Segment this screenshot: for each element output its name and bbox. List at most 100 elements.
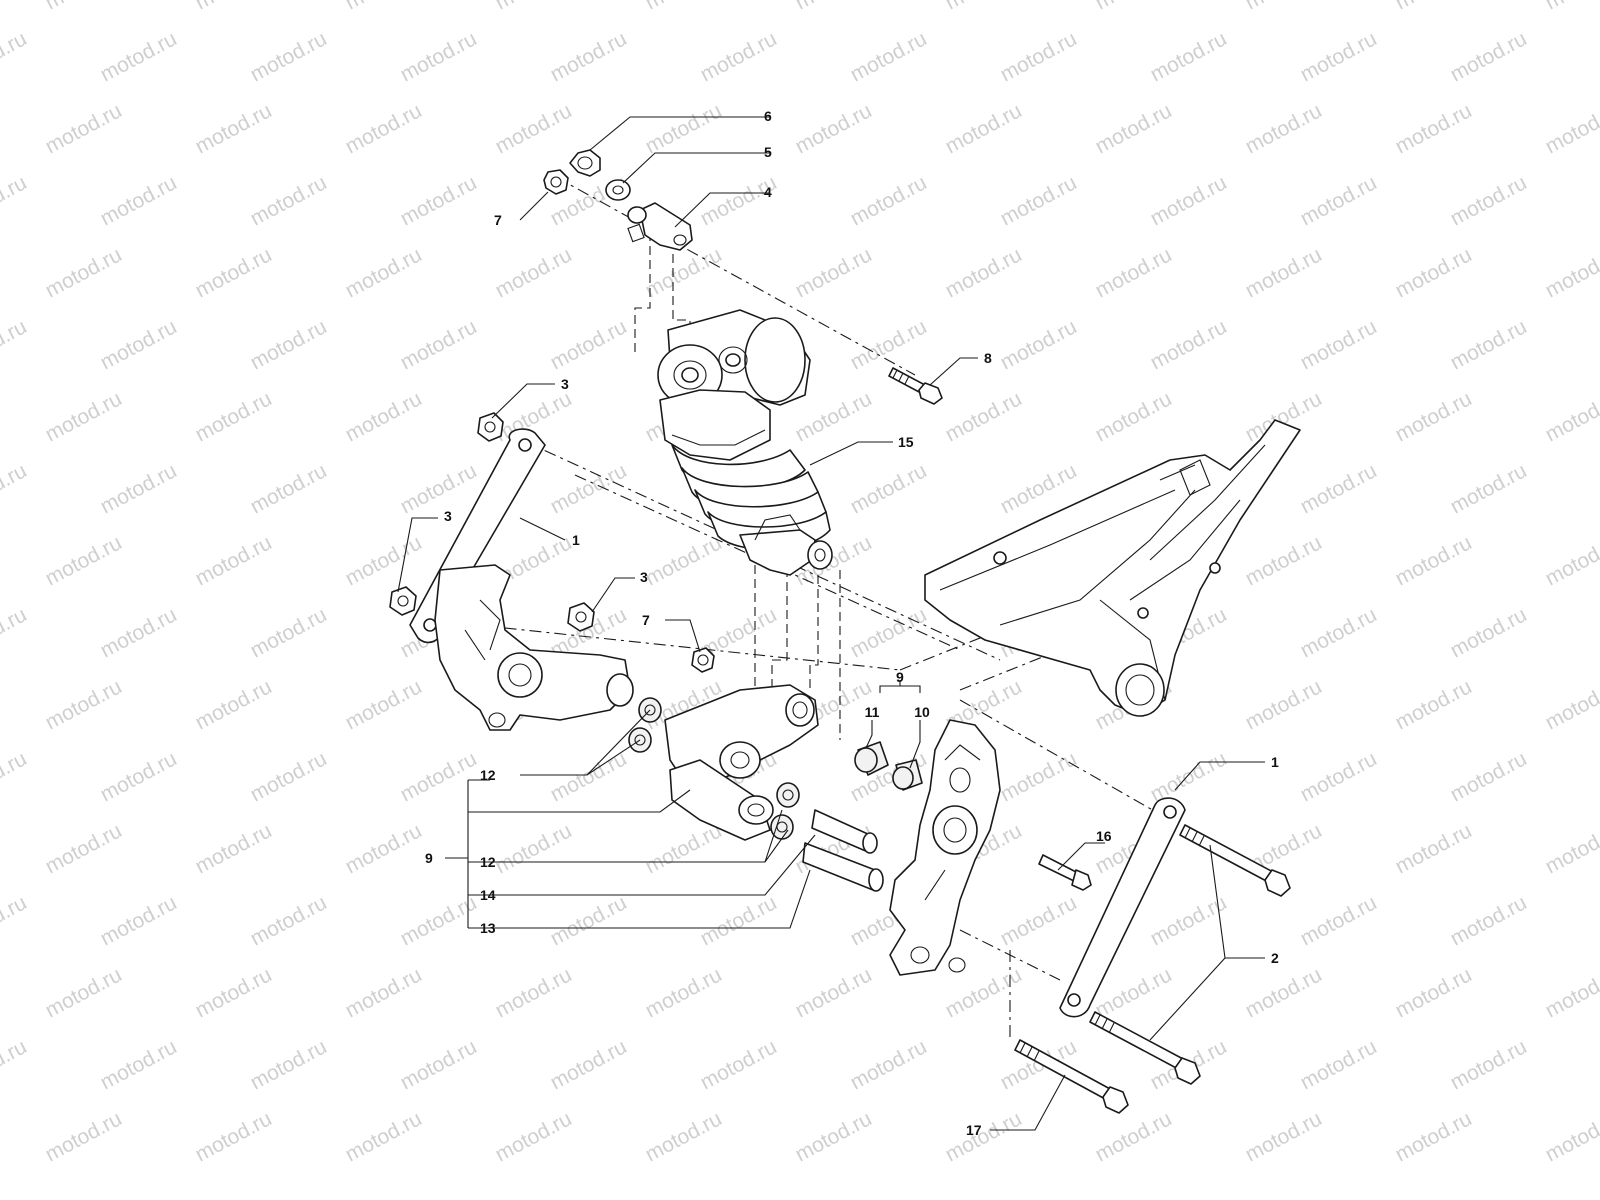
watermark-text: motod.ru xyxy=(1297,459,1381,518)
bolt-2-lower xyxy=(1089,1011,1201,1085)
watermark-text: motod.ru xyxy=(1542,531,1600,590)
watermark-text: motod.ru xyxy=(1147,171,1231,230)
washer-5 xyxy=(605,179,631,201)
watermark-text: motod.ru xyxy=(342,0,426,14)
watermark-text: motod.ru xyxy=(547,27,631,86)
watermark-text: motod.ru xyxy=(97,171,181,230)
callout-11: 11 xyxy=(865,704,880,720)
watermark-text: motod.ru xyxy=(42,531,126,590)
watermark-text: motod.ru xyxy=(1392,819,1476,878)
callout-3: 3 xyxy=(561,376,569,392)
watermark-text: motod.ru xyxy=(0,459,31,518)
callout-17: 17 xyxy=(966,1122,982,1138)
watermark-text: motod.ru xyxy=(192,675,276,734)
tie-rod-1-right xyxy=(1059,797,1186,1018)
watermark-text: motod.ru xyxy=(342,963,426,1022)
watermark-text: motod.ru xyxy=(792,1107,876,1166)
watermark-text: motod.ru xyxy=(0,1035,31,1094)
callout-1: 1 xyxy=(572,532,580,548)
watermark-text: motod.ru xyxy=(1447,171,1531,230)
watermark-text: motod.ru xyxy=(1242,531,1326,590)
top-nut-6 xyxy=(569,149,601,177)
watermark-text: motod.ru xyxy=(547,459,631,518)
watermark-text: motod.ru xyxy=(792,0,876,14)
watermark-text: motod.ru xyxy=(792,963,876,1022)
watermark-text: motod.ru xyxy=(1392,0,1476,14)
watermark-text: motod.ru xyxy=(1392,243,1476,302)
watermark-text: motod.ru xyxy=(247,27,331,86)
watermark-text: motod.ru xyxy=(1597,747,1600,806)
callout-2: 2 xyxy=(1271,950,1279,966)
watermark-text: motod.ru xyxy=(1447,891,1531,950)
watermark-text: motod.ru xyxy=(1092,0,1176,14)
watermark-text: motod.ru xyxy=(1297,27,1381,86)
watermark-text: motod.ru xyxy=(1542,0,1600,14)
watermark-text: motod.ru xyxy=(1147,315,1231,374)
watermark-text: motod.ru xyxy=(342,99,426,158)
watermark-text: motod.ru xyxy=(1392,675,1476,734)
watermark-text: motod.ru xyxy=(1542,675,1600,734)
watermark-text: motod.ru xyxy=(1542,1107,1600,1166)
callout-16: 16 xyxy=(1096,828,1112,844)
watermark-text: motod.ru xyxy=(847,315,931,374)
watermark-text: motod.ru xyxy=(997,891,1081,950)
watermark-text: motod.ru xyxy=(547,1035,631,1094)
watermark-text: motod.ru xyxy=(42,243,126,302)
watermark-text: motod.ru xyxy=(997,27,1081,86)
watermark-text: motod.ru xyxy=(1392,1107,1476,1166)
watermark-text: motod.ru xyxy=(1542,819,1600,878)
watermark-text: motod.ru xyxy=(492,819,576,878)
watermark-text: motod.ru xyxy=(492,963,576,1022)
watermark-text: motod.ru xyxy=(397,459,481,518)
watermark-text: motod.ru xyxy=(247,171,331,230)
watermark-text: motod.ru xyxy=(342,243,426,302)
watermark-text: motod.ru xyxy=(1242,0,1326,14)
watermark-text: motod.ru xyxy=(1147,747,1231,806)
callout-4: 4 xyxy=(764,184,772,200)
nut-7-top xyxy=(543,169,569,195)
callout-10: 10 xyxy=(914,704,930,720)
watermark-text: motod.ru xyxy=(42,99,126,158)
watermark-text: motod.ru xyxy=(1092,243,1176,302)
callout-7: 7 xyxy=(494,212,502,228)
callout-3: 3 xyxy=(444,508,452,524)
watermark-text: motod.ru xyxy=(97,891,181,950)
watermark-text: motod.ru xyxy=(0,315,31,374)
watermark-text: motod.ru xyxy=(997,1035,1081,1094)
watermark-text: motod.ru xyxy=(642,0,726,14)
callout-15: 15 xyxy=(898,434,914,450)
watermark-text: motod.ru xyxy=(1392,387,1476,446)
watermark-text: motod.ru xyxy=(1597,603,1600,662)
bolt-17 xyxy=(1014,1039,1129,1114)
watermark-text: motod.ru xyxy=(942,243,1026,302)
callout-5: 5 xyxy=(764,144,772,160)
watermark-text: motod.ru xyxy=(1147,891,1231,950)
mount-4 xyxy=(627,202,693,251)
watermark-text: motod.ru xyxy=(1147,27,1231,86)
watermark-text: motod.ru xyxy=(1297,747,1381,806)
watermark-text: motod.ru xyxy=(1242,243,1326,302)
watermark-text: motod.ru xyxy=(42,963,126,1022)
watermark-text: motod.ru xyxy=(0,747,31,806)
watermark-text: motod.ru xyxy=(247,315,331,374)
watermark-text: motod.ru xyxy=(942,0,1026,14)
watermark-text: motod.ru xyxy=(192,243,276,302)
watermark-text: motod.ru xyxy=(997,747,1081,806)
watermark-text: motod.ru xyxy=(1392,531,1476,590)
watermark-text: motod.ru xyxy=(792,243,876,302)
watermark-text: motod.ru xyxy=(642,819,726,878)
callout-3: 3 xyxy=(640,569,648,585)
callout-8: 8 xyxy=(984,350,992,366)
watermark-text: motod.ru xyxy=(642,99,726,158)
watermark-text: motod.ru xyxy=(0,171,31,230)
watermark-text: motod.ru xyxy=(1297,171,1381,230)
watermark-text: motod.ru xyxy=(997,171,1081,230)
watermark-text: motod.ru xyxy=(1092,99,1176,158)
watermark-text: motod.ru xyxy=(697,1035,781,1094)
swingarm xyxy=(924,419,1301,717)
callout-7: 7 xyxy=(642,612,650,628)
bolt-2-upper xyxy=(1179,824,1291,897)
watermark-text: motod.ru xyxy=(192,99,276,158)
watermark-text: motod.ru xyxy=(1542,963,1600,1022)
watermark-text: motod.ru xyxy=(397,315,481,374)
